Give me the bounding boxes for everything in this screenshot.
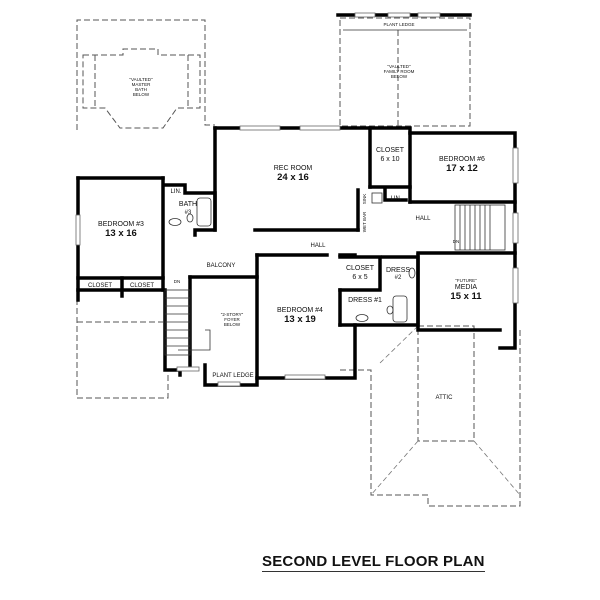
lin-label-left: LIN. <box>170 189 181 195</box>
svg-text:DRESS: DRESS <box>386 267 410 274</box>
wet-bar-label: WET BAR <box>362 211 367 232</box>
stair-dn-right-label: DN <box>453 239 460 244</box>
plant-ledge-bottom-label: PLANT LEDGE <box>212 373 253 379</box>
closet-6x5-label: CLOSET 6 x 5 <box>346 265 375 281</box>
svg-text:"VAULTED": "VAULTED" <box>129 77 153 82</box>
balcony-label: BALCONY <box>207 263 236 269</box>
foyer-label: "2-STORY" FOYER BELOW <box>221 312 244 327</box>
bedroom-4-label: BEDROOM #4 13 x 19 <box>277 307 323 325</box>
roof-outlines <box>76 17 521 507</box>
svg-text:17 x 12: 17 x 12 <box>446 163 478 174</box>
svg-text:6 x 10: 6 x 10 <box>380 156 399 163</box>
svg-text:13 x 16: 13 x 16 <box>105 228 137 239</box>
svg-text:BEDROOM #6: BEDROOM #6 <box>439 156 485 163</box>
svg-text:BATH: BATH <box>135 87 147 92</box>
svg-text:REC ROOM: REC ROOM <box>274 165 313 172</box>
sink-label: SINK <box>362 194 367 205</box>
closet-right-label: CLOSET <box>130 283 154 289</box>
dress-2-label: DRESS #2 <box>386 267 410 281</box>
stairs-right <box>454 204 506 251</box>
vaulted-master-bath-label: "VAULTED" MASTER BATH BELOW <box>129 77 153 97</box>
svg-text:BELOW: BELOW <box>391 74 408 79</box>
svg-text:BEDROOM #3: BEDROOM #3 <box>98 221 144 228</box>
vaulted-family-room-label: "VAULTED" FAMILY ROOM BELOW <box>384 64 415 79</box>
stairs-left <box>164 289 211 356</box>
svg-text:"2-STORY": "2-STORY" <box>221 312 244 317</box>
dress-1-label: DRESS #1 <box>348 297 382 304</box>
svg-text:CLOSET: CLOSET <box>346 265 375 272</box>
bath-3-label: BATH #3 <box>179 201 197 216</box>
plan-title: SECOND LEVEL FLOOR PLAN <box>262 553 485 572</box>
svg-text:BATH: BATH <box>179 201 197 208</box>
closet-6x10-label: CLOSET 6 x 10 <box>376 147 405 163</box>
lin-label-right: LIN. <box>390 196 401 202</box>
bedroom-6-label: BEDROOM #6 17 x 12 <box>439 156 485 174</box>
stair-dn-left-label: DN <box>174 279 181 284</box>
rec-room-label: REC ROOM 24 x 16 <box>274 165 313 183</box>
hall-upper-label: HALL <box>415 216 431 222</box>
hall-main-label: HALL <box>310 243 326 249</box>
svg-text:"VAULTED": "VAULTED" <box>387 64 411 69</box>
bedroom-3-label: BEDROOM #3 13 x 16 <box>98 221 144 239</box>
svg-text:CLOSET: CLOSET <box>376 147 405 154</box>
svg-text:MASTER: MASTER <box>132 82 152 87</box>
walls <box>76 13 517 387</box>
svg-text:"FUTURE": "FUTURE" <box>455 278 477 283</box>
svg-text:#3: #3 <box>185 210 192 216</box>
svg-text:13 x 19: 13 x 19 <box>284 314 316 325</box>
svg-text:#2: #2 <box>395 275 402 281</box>
svg-text:15 x 11: 15 x 11 <box>450 291 482 302</box>
svg-text:6 x 5: 6 x 5 <box>352 274 367 281</box>
svg-text:FAMILY ROOM: FAMILY ROOM <box>384 69 415 74</box>
fixtures <box>168 192 416 323</box>
svg-text:BELOW: BELOW <box>133 92 150 97</box>
windows <box>75 12 519 387</box>
svg-text:24 x 16: 24 x 16 <box>277 172 309 183</box>
closet-left-label: CLOSET <box>88 283 112 289</box>
media-label: "FUTURE" MEDIA 15 x 11 <box>450 278 482 302</box>
svg-text:BEDROOM #4: BEDROOM #4 <box>277 307 323 314</box>
svg-text:MEDIA: MEDIA <box>455 284 478 291</box>
svg-text:BELOW: BELOW <box>224 322 241 327</box>
plant-ledge-top-label: PLANT LEDGE <box>384 22 415 27</box>
attic-label: ATTIC <box>436 395 454 401</box>
svg-text:FOYER: FOYER <box>224 317 240 322</box>
